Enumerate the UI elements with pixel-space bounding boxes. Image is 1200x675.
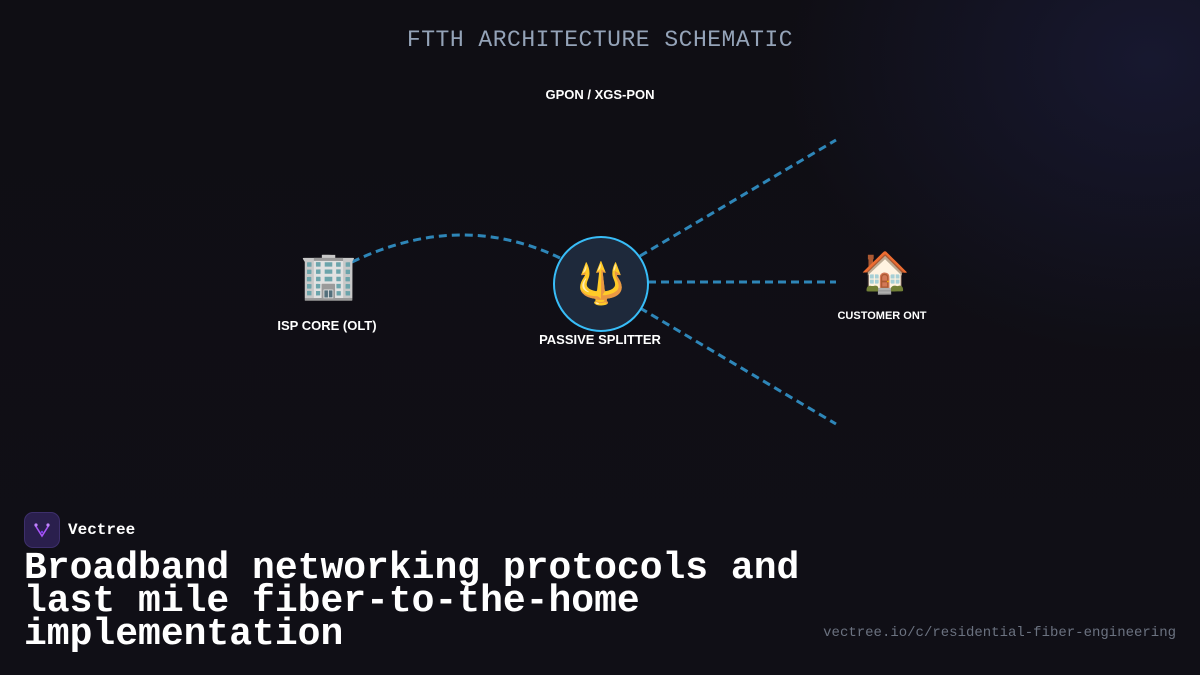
protocol-label: GPON / XGS-PON bbox=[545, 87, 655, 102]
headline: Broadband networking protocols and last … bbox=[24, 547, 800, 656]
ont-label: CUSTOMER ONT bbox=[837, 310, 927, 322]
drop-fiber-lower bbox=[639, 306, 837, 426]
splitter-label: PASSIVE SPLITTER bbox=[539, 332, 661, 347]
splitter-node: 🔱 bbox=[553, 236, 649, 332]
house-icon: 🏠 bbox=[860, 251, 910, 295]
olt-label: ISP CORE (OLT) bbox=[277, 318, 377, 333]
vectree-logo-icon bbox=[24, 512, 60, 548]
brand: Vectree bbox=[24, 512, 135, 548]
trident-icon: 🔱 bbox=[576, 262, 626, 306]
source-url: vectree.io/c/residential-fiber-engineeri… bbox=[823, 625, 1176, 641]
diagram-title: FTTH ARCHITECTURE SCHEMATIC bbox=[406, 27, 794, 53]
brand-name: Vectree bbox=[68, 521, 136, 539]
feeder-fiber-link bbox=[351, 233, 561, 264]
drop-fiber-upper bbox=[639, 138, 837, 258]
office-building-icon: 🏢 bbox=[300, 249, 358, 301]
